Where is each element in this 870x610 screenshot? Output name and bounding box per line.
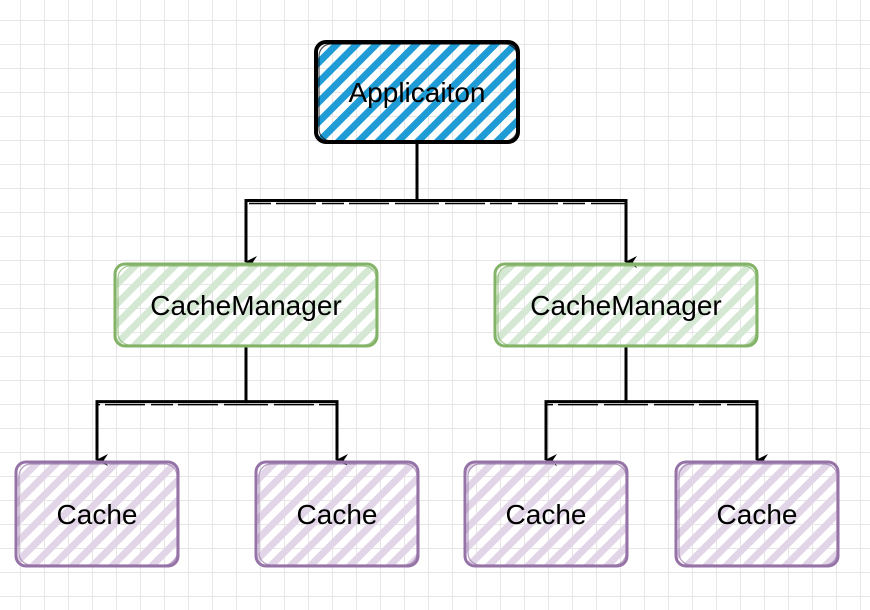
node-application[interactable]: Applicaiton bbox=[314, 40, 520, 144]
node-border-sketch bbox=[18, 463, 178, 566]
node-border bbox=[674, 460, 840, 568]
connector-manager_right-cache_3 bbox=[544, 346, 628, 466]
connector-application-manager_right bbox=[415, 142, 637, 268]
node-border bbox=[314, 40, 520, 144]
node-border-sketch bbox=[258, 463, 418, 566]
node-fill bbox=[676, 462, 838, 566]
node-label: CacheManager bbox=[530, 290, 721, 321]
connector-manager_right-cache_4 bbox=[624, 346, 768, 466]
node-border bbox=[113, 262, 379, 348]
node-label: Applicaiton bbox=[349, 77, 486, 108]
node-cache-3[interactable]: Cache bbox=[463, 460, 629, 568]
node-border-sketch bbox=[467, 463, 627, 566]
node-fill bbox=[465, 462, 627, 566]
node-border bbox=[14, 460, 180, 568]
node-border bbox=[463, 460, 629, 568]
node-border-sketch bbox=[318, 43, 518, 142]
node-cache-2[interactable]: Cache bbox=[254, 460, 420, 568]
connector-manager_left-cache_1 bbox=[95, 346, 248, 466]
node-label: Cache bbox=[506, 499, 587, 530]
node-border bbox=[254, 460, 420, 568]
node-border-sketch bbox=[497, 265, 757, 346]
node-border-sketch bbox=[678, 463, 838, 566]
node-fill bbox=[495, 264, 757, 346]
node-cache-1[interactable]: Cache bbox=[14, 460, 180, 568]
node-cache-4[interactable]: Cache bbox=[674, 460, 840, 568]
edges-layer bbox=[95, 142, 768, 466]
node-fill bbox=[316, 42, 518, 142]
node-label: Cache bbox=[297, 499, 378, 530]
node-manager-left[interactable]: CacheManager bbox=[113, 262, 379, 348]
connector-application-manager_left bbox=[244, 142, 419, 268]
node-fill bbox=[16, 462, 178, 566]
node-fill bbox=[256, 462, 418, 566]
connector-manager_left-cache_2 bbox=[244, 346, 348, 466]
node-label: Cache bbox=[57, 499, 138, 530]
node-label: CacheManager bbox=[150, 290, 341, 321]
node-fill bbox=[115, 264, 377, 346]
node-border bbox=[493, 262, 759, 348]
node-border-sketch bbox=[117, 265, 377, 346]
node-manager-right[interactable]: CacheManager bbox=[493, 262, 759, 348]
node-label: Cache bbox=[717, 499, 798, 530]
